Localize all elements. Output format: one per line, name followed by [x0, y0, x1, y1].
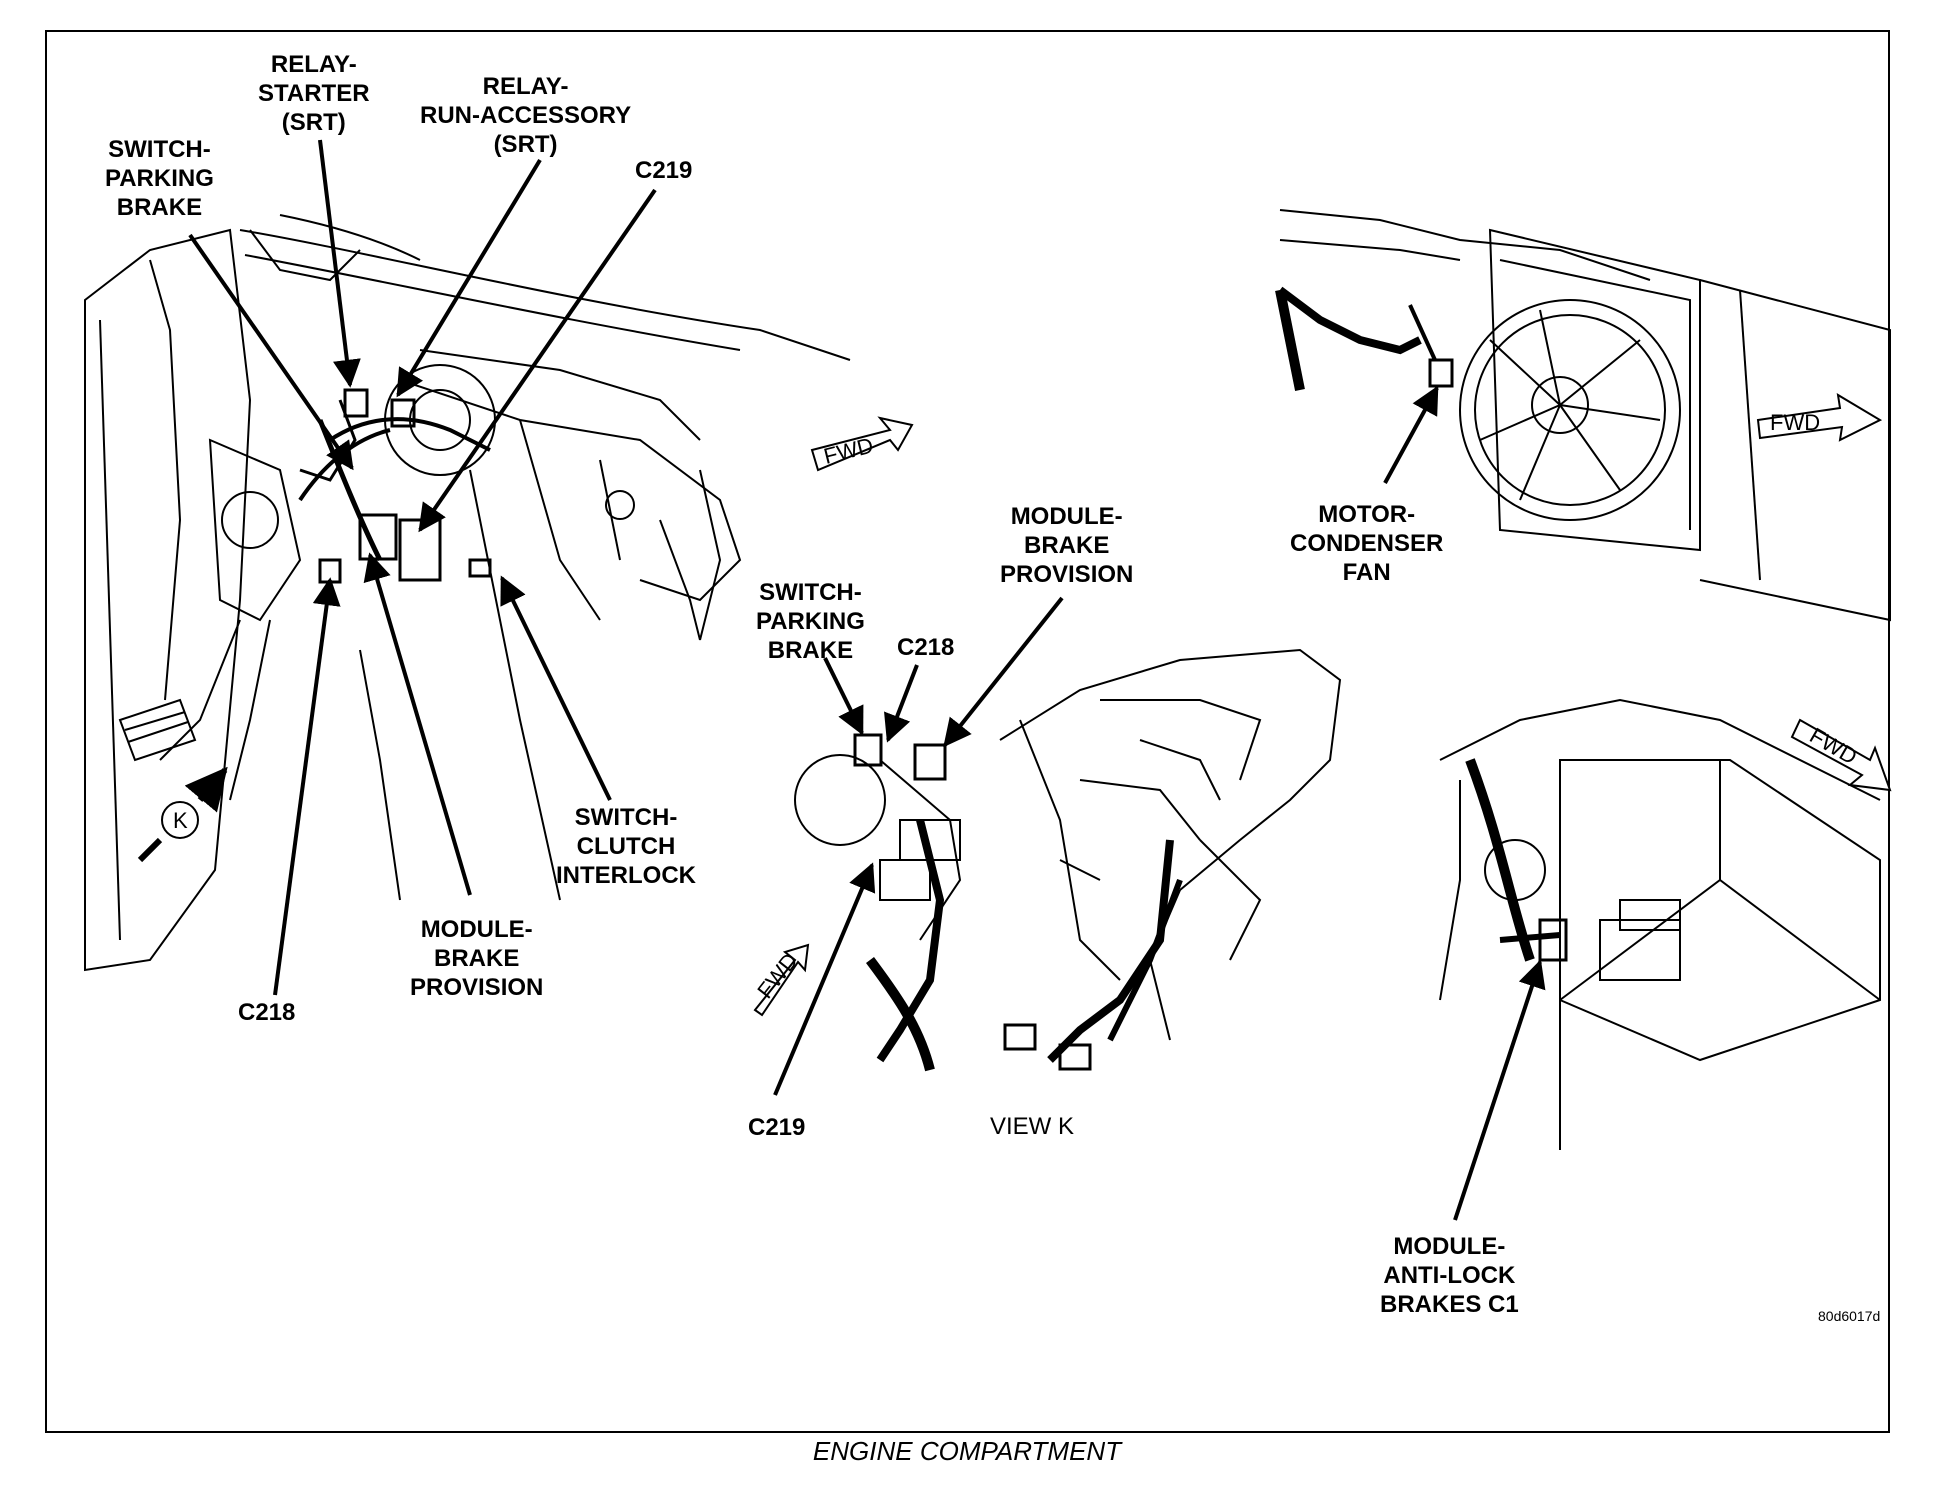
fwd-label-fan: FWD — [1770, 410, 1820, 435]
callout-module-anti-lock: MODULE- ANTI-LOCK BRAKES C1 — [1380, 1233, 1519, 1318]
dash-panel-drawing — [84, 214, 851, 972]
fwd-label-main: FWD — [821, 432, 876, 468]
figure-code: 80d6017d — [1818, 1308, 1881, 1324]
fwd-arrow-fan — [1756, 393, 1883, 442]
callout-c219-main: C219 — [635, 157, 693, 184]
abs-module-drawing — [1439, 698, 1881, 1150]
fwd-arrow-main — [810, 416, 914, 472]
view-k-marker-letter: K — [173, 808, 188, 833]
view-k-label: VIEW K — [990, 1113, 1075, 1140]
callout-module-brake-provision-view: MODULE- BRAKE PROVISION — [1000, 503, 1134, 588]
callout-switch-clutch-interlock: SWITCH- CLUTCH INTERLOCK — [556, 804, 696, 889]
fwd-arrow-view-k — [753, 943, 810, 1017]
callout-relay-run-accessory: RELAY- RUN-ACCESSORY (SRT) — [420, 73, 632, 158]
callout-motor-condenser-fan: MOTOR- CONDENSER FAN — [1290, 501, 1444, 586]
condenser-fan-drawing — [1275, 209, 1891, 622]
callout-c219-view: C219 — [748, 1114, 806, 1141]
callout-relay-starter: RELAY- STARTER (SRT) — [258, 51, 370, 136]
callout-module-brake-provision-main: MODULE- BRAKE PROVISION — [410, 916, 544, 1001]
callout-switch-parking-brake-view: SWITCH- PARKING BRAKE — [756, 579, 865, 664]
callout-c218-view: C218 — [897, 634, 955, 661]
view-k-marker — [137, 766, 228, 863]
fwd-arrow-abs — [1790, 718, 1892, 792]
callout-leaders — [188, 139, 1546, 1221]
callout-switch-parking-brake-main: SWITCH- PARKING BRAKE — [105, 136, 214, 221]
figure-caption: ENGINE COMPARTMENT — [812, 1436, 1122, 1466]
view-k-drawing — [794, 648, 1342, 1072]
callout-c218-main: C218 — [238, 999, 296, 1026]
